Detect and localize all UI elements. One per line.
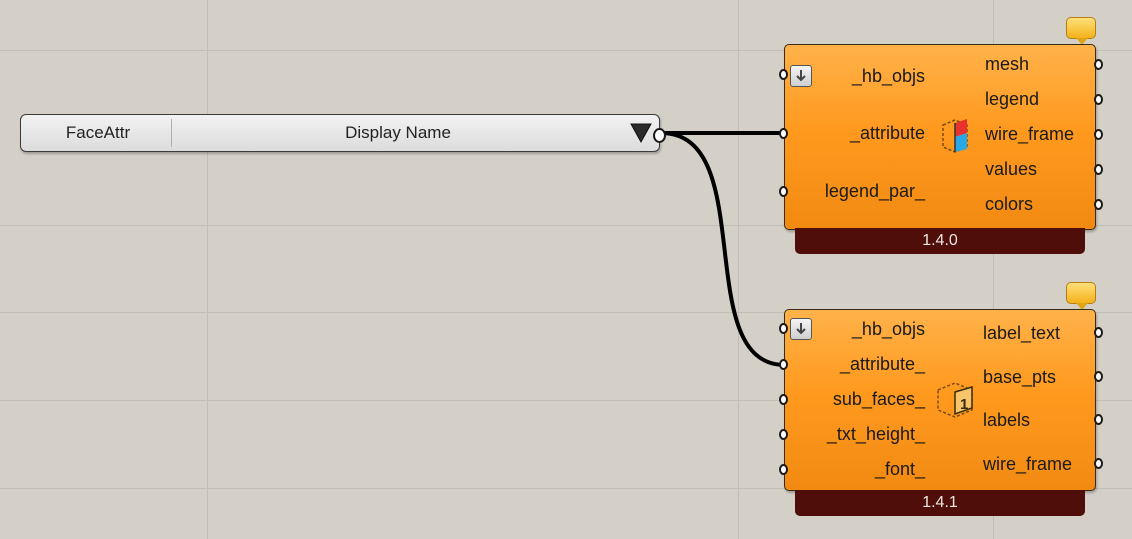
wire-to-component-2: [660, 131, 786, 367]
input-port[interactable]: [779, 464, 788, 475]
version-label: 1.4.1: [795, 490, 1085, 516]
output-label: values: [985, 159, 1038, 179]
grid-line: [0, 400, 1132, 401]
output-label: labels: [983, 410, 1031, 430]
value-list-selected[interactable]: Display Name: [345, 123, 451, 142]
output-port[interactable]: [1094, 458, 1103, 469]
input-label: legend_par_: [824, 181, 925, 201]
version-label: 1.4.0: [795, 228, 1085, 254]
flatten-arrow-icon[interactable]: [790, 318, 812, 340]
output-label: mesh: [985, 54, 1030, 74]
output-port[interactable]: [1094, 164, 1103, 175]
input-port[interactable]: [779, 128, 788, 139]
output-port[interactable]: [1094, 414, 1103, 425]
input-port[interactable]: [779, 323, 788, 334]
input-port[interactable]: [779, 429, 788, 440]
output-label: wire_frame: [985, 124, 1075, 144]
input-label: _attribute_: [839, 354, 925, 374]
output-port[interactable]: [1094, 59, 1103, 70]
output-label: colors: [985, 194, 1034, 214]
input-port[interactable]: [779, 186, 788, 197]
grid-line: [0, 50, 1132, 51]
grid-line: [0, 488, 1132, 489]
input-port[interactable]: [779, 359, 788, 370]
input-label: _hb_objs: [851, 66, 925, 86]
input-port[interactable]: [779, 69, 788, 80]
output-label: base_pts: [983, 367, 1057, 387]
color-face-attribute-icon: [942, 119, 968, 153]
value-list-name: FaceAttr: [25, 119, 172, 147]
input-label: _txt_height_: [826, 424, 925, 444]
output-port[interactable]: [1094, 199, 1103, 210]
component-label-faces[interactable]: _hb_objs _attribute_ sub_faces_ _txt_hei…: [784, 309, 1096, 491]
grid-line: [0, 225, 1132, 226]
message-bubble-icon[interactable]: [1066, 282, 1096, 310]
grid-line: [0, 312, 1132, 313]
output-label: label_text: [983, 323, 1061, 343]
label-face-icon: 1: [937, 382, 973, 418]
input-label: _attribute: [849, 123, 925, 143]
grid-line: [993, 0, 994, 539]
input-port[interactable]: [779, 394, 788, 405]
output-port[interactable]: [1094, 129, 1103, 140]
input-label: sub_faces_: [832, 389, 925, 409]
grid-line: [207, 0, 208, 539]
component-color-faces[interactable]: _hb_objs _attribute legend_par_ mesh leg…: [784, 44, 1096, 230]
output-port[interactable]: [1094, 371, 1103, 382]
flatten-arrow-icon[interactable]: [790, 65, 812, 87]
output-port[interactable]: [653, 128, 666, 143]
output-port[interactable]: [1094, 327, 1103, 338]
input-label: _font_: [874, 459, 925, 479]
output-label: wire_frame: [983, 454, 1073, 474]
message-bubble-icon[interactable]: [1066, 17, 1096, 45]
output-port[interactable]: [1094, 94, 1103, 105]
output-label: legend: [985, 89, 1040, 109]
grid-line: [738, 0, 739, 539]
value-list-faceattr[interactable]: FaceAttr Display Name: [20, 114, 666, 152]
svg-text:1: 1: [960, 396, 968, 413]
triangle-down-icon[interactable]: [629, 122, 653, 144]
input-label: _hb_objs: [851, 319, 925, 339]
